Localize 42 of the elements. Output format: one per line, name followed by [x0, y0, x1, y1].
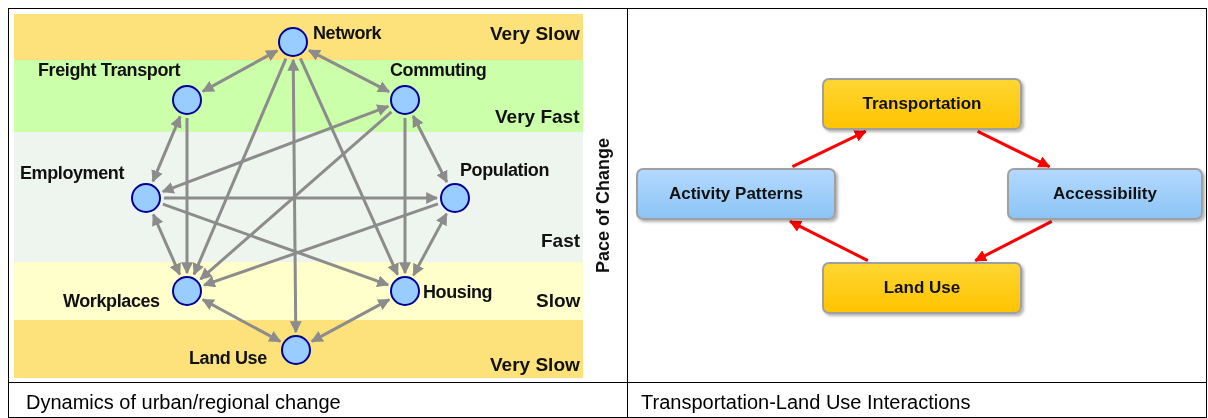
arrow [299, 57, 399, 276]
process-box: Transportation [822, 78, 1022, 130]
arrow [151, 213, 182, 276]
node-label: Network [313, 23, 382, 44]
arrow [164, 192, 439, 204]
arrow [399, 118, 411, 275]
caption: Transportation-Land Use Interactions [641, 391, 971, 414]
arrow [192, 58, 288, 276]
arrow [201, 49, 279, 93]
arrow [151, 115, 182, 183]
arrow [411, 114, 449, 184]
arrow [976, 129, 1051, 169]
process-box: Land Use [822, 262, 1022, 314]
arrow [412, 212, 448, 277]
arrow [199, 110, 393, 281]
node-label: Housing [423, 282, 493, 303]
arrow [310, 298, 391, 343]
arrow [789, 220, 869, 262]
scale-label: Very Fast [495, 106, 580, 128]
node-label: Workplaces [63, 291, 160, 312]
node-label: Land Use [189, 348, 267, 369]
arrow [307, 48, 391, 94]
node-label: Commuting [390, 60, 487, 81]
arrow [974, 220, 1053, 262]
scale-label: Very Slow [490, 23, 580, 45]
node-label: Employment [20, 163, 125, 184]
arrow [161, 104, 390, 194]
arrow [181, 118, 193, 275]
axis-title: Pace of Change [592, 137, 614, 273]
arrow [287, 58, 302, 334]
process-box: Accessibility [1007, 168, 1203, 220]
scale-label: Very Slow [490, 354, 580, 376]
node-label: Freight Transport [38, 60, 181, 81]
node-label: Population [460, 160, 549, 181]
caption: Dynamics of urban/regional change [26, 391, 341, 414]
process-box: Activity Patterns [636, 168, 836, 220]
arrow [791, 129, 867, 169]
arrow [201, 298, 282, 343]
scale-label: Fast [541, 230, 581, 252]
arrow [162, 202, 390, 287]
arrow [202, 202, 439, 288]
scale-label: Slow [536, 290, 581, 312]
